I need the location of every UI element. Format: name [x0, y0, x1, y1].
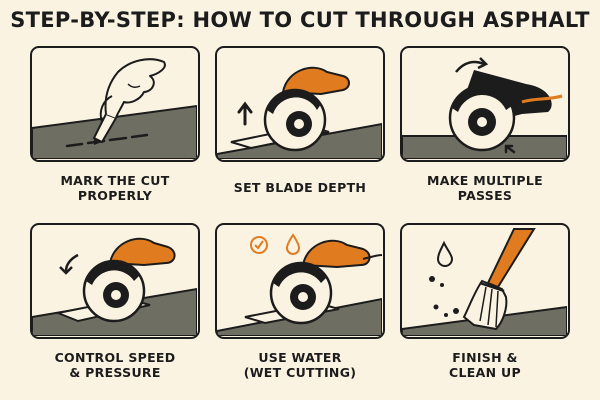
- step-4-panel: [30, 223, 200, 339]
- step-6-label-line2: CLEAN UP: [449, 365, 521, 380]
- step-3-label-line1: MAKE MULTIPLE: [427, 173, 543, 188]
- step-1-label-line1: MARK THE CUT: [60, 173, 170, 188]
- step-6-caption: FINISH & CLEAN UP: [390, 350, 580, 380]
- circular-saw-water-icon: [217, 233, 382, 336]
- step-3-panel: [400, 46, 570, 162]
- step-6-panel: [400, 223, 570, 339]
- step-5-caption: USE WATER (WET CUTTING): [205, 350, 395, 380]
- circular-saw-depth-icon: [217, 66, 382, 159]
- step-5-panel: [215, 223, 385, 339]
- step-1-caption: MARK THE CUT PROPERLY: [20, 173, 210, 203]
- step-6-label-line1: FINISH &: [452, 350, 518, 365]
- step-2-panel: [215, 46, 385, 162]
- circular-saw-passes-icon: [402, 57, 567, 159]
- broom-cleanup-icon: [402, 228, 567, 336]
- step-1-panel: [30, 46, 200, 162]
- step-3-label-line2: PASSES: [457, 188, 513, 203]
- step-1-label-line2: PROPERLY: [77, 188, 153, 203]
- page-title: STEP-BY-STEP: HOW TO CUT THROUGH ASPHALT: [10, 8, 590, 32]
- step-4-label-line2: & PRESSURE: [69, 365, 161, 380]
- step-4-caption: CONTROL SPEED & PRESSURE: [20, 350, 210, 380]
- step-2-label-line1: SET BLADE DEPTH: [233, 180, 367, 195]
- circular-saw-speed-icon: [32, 237, 197, 336]
- step-5-label-line1: USE WATER: [258, 350, 342, 365]
- step-2-caption: SET BLADE DEPTH: [205, 180, 395, 195]
- hand-marking-pencil-icon: [32, 58, 197, 159]
- step-5-label-line2: (WET CUTTING): [243, 365, 357, 380]
- step-3-caption: MAKE MULTIPLE PASSES: [390, 173, 580, 203]
- step-4-label-line1: CONTROL SPEED: [54, 350, 176, 365]
